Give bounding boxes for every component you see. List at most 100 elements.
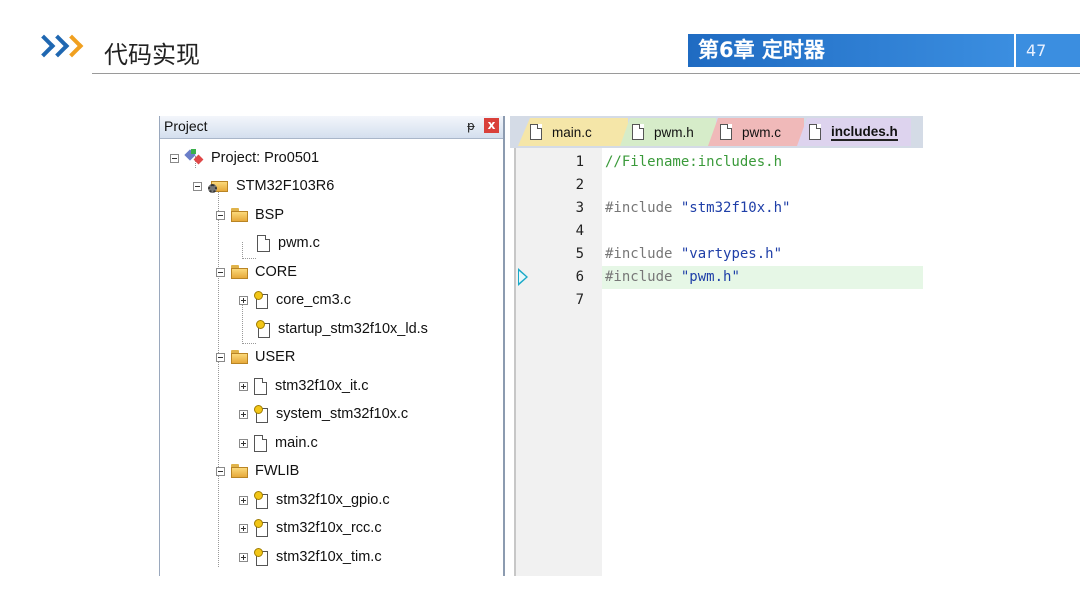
- current-line-marker-icon: [518, 268, 528, 286]
- line-number: 6: [575, 269, 584, 285]
- tab-includes-h[interactable]: includes.h: [797, 118, 911, 146]
- file-icon: [530, 124, 542, 140]
- header-divider: [92, 73, 1080, 74]
- tree-label: BSP: [255, 207, 285, 223]
- tree-file[interactable]: startup_stm32f10x_ld.s: [256, 317, 428, 341]
- key-file-icon: [254, 405, 268, 423]
- file-icon: [809, 124, 821, 140]
- code-editor: main.c pwm.h pwm.c includes.h 1 //Filenam…: [510, 116, 923, 576]
- editor-tabbar: main.c pwm.h pwm.c includes.h: [510, 116, 923, 148]
- code-text: //Filename:includes.h: [605, 154, 783, 170]
- line-number: 2: [575, 177, 584, 193]
- key-file-icon: [254, 548, 268, 566]
- line-number: 1: [575, 154, 584, 170]
- tree-file[interactable]: stm32f10x_tim.c: [239, 545, 382, 569]
- line-number: 7: [575, 292, 584, 308]
- slide-header: 代码实现 第6章 定时器 47: [0, 0, 1080, 76]
- tree-file[interactable]: core_cm3.c: [239, 288, 351, 312]
- file-icon: [254, 434, 267, 452]
- pin-icon[interactable]: ᵽ: [466, 119, 475, 133]
- tree-label: system_stm32f10x.c: [276, 406, 409, 422]
- tree-label: stm32f10x_tim.c: [276, 549, 382, 565]
- page-number: 47: [1016, 34, 1080, 67]
- tree-file[interactable]: stm32f10x_rcc.c: [239, 516, 382, 540]
- file-icon: [254, 377, 267, 395]
- code-line[interactable]: 4: [514, 220, 923, 243]
- expand-icon[interactable]: [239, 381, 248, 391]
- tab-pwm-h[interactable]: pwm.h: [620, 118, 716, 146]
- tree-file[interactable]: stm32f10x_gpio.c: [239, 488, 390, 512]
- expand-icon[interactable]: [239, 495, 248, 505]
- collapse-icon[interactable]: [216, 210, 225, 220]
- tree-label: main.c: [275, 435, 318, 451]
- code-area[interactable]: 1 //Filename:includes.h 2 3 #include "stm32f…: [514, 148, 923, 576]
- tab-main-c[interactable]: main.c: [518, 118, 628, 146]
- code-text: [602, 174, 923, 197]
- tree-group-fwlib[interactable]: FWLIB: [216, 459, 299, 483]
- expand-icon[interactable]: [239, 295, 248, 305]
- tree-label: Project: Pro0501: [211, 150, 320, 166]
- tree-label: STM32F103R6: [236, 178, 335, 194]
- line-number: 4: [575, 223, 584, 239]
- tree-file[interactable]: stm32f10x_it.c: [239, 374, 369, 398]
- tab-label: main.c: [552, 124, 592, 140]
- expand-icon[interactable]: [239, 523, 248, 533]
- close-icon[interactable]: x: [484, 118, 499, 133]
- tree-group-bsp[interactable]: BSP: [216, 203, 284, 227]
- line-number: 3: [575, 200, 584, 216]
- code-text: #include "pwm.h": [602, 266, 923, 289]
- target-icon: [208, 178, 230, 194]
- collapse-icon[interactable]: [216, 352, 225, 362]
- tree-label: stm32f10x_it.c: [275, 378, 369, 394]
- tree-file[interactable]: system_stm32f10x.c: [239, 402, 408, 426]
- code-line[interactable]: 1 //Filename:includes.h: [514, 151, 923, 174]
- tree-node-target[interactable]: STM32F103R6: [193, 174, 334, 198]
- line-number-gutter: [514, 148, 602, 576]
- tree-node-project[interactable]: Project: Pro0501: [170, 146, 319, 170]
- tree-label: CORE: [255, 264, 297, 280]
- collapse-icon[interactable]: [193, 181, 202, 191]
- tree-label: core_cm3.c: [276, 292, 351, 308]
- folder-icon: [231, 464, 249, 478]
- project-panel-title: Project: [164, 118, 208, 134]
- code-text: #include "vartypes.h": [605, 246, 783, 262]
- file-icon: [257, 234, 270, 252]
- tab-label: pwm.h: [654, 124, 694, 140]
- tree-group-core[interactable]: CORE: [216, 260, 297, 284]
- project-panel: Project ᵽ x Project: Pro0501 STM32F103R6…: [159, 116, 505, 576]
- code-line[interactable]: 6 #include "pwm.h": [514, 266, 923, 289]
- line-number: 5: [575, 246, 584, 262]
- tree-label: startup_stm32f10x_ld.s: [278, 321, 428, 337]
- project-panel-header: Project ᵽ x: [160, 116, 503, 139]
- code-line[interactable]: 3 #include "stm32f10x.h": [514, 197, 923, 220]
- collapse-icon[interactable]: [170, 153, 179, 163]
- tree-file[interactable]: pwm.c: [257, 231, 320, 255]
- collapse-icon[interactable]: [216, 267, 225, 277]
- code-text: [602, 289, 923, 312]
- key-file-icon: [256, 320, 270, 338]
- tab-label: includes.h: [831, 123, 898, 141]
- tab-label: pwm.c: [742, 124, 782, 140]
- file-icon: [720, 124, 732, 140]
- folder-icon: [231, 265, 249, 279]
- code-line[interactable]: 2: [514, 174, 923, 197]
- code-text: [602, 220, 923, 243]
- tab-pwm-c[interactable]: pwm.c: [708, 118, 804, 146]
- code-line[interactable]: 7: [514, 289, 923, 312]
- tree-file[interactable]: main.c: [239, 431, 318, 455]
- project-icon: [184, 149, 205, 167]
- code-line[interactable]: 5 #include "vartypes.h": [514, 243, 923, 266]
- code-text: #include "stm32f10x.h": [605, 200, 791, 216]
- tree-label: USER: [255, 349, 296, 365]
- tree-group-user[interactable]: USER: [216, 345, 295, 369]
- expand-icon[interactable]: [239, 552, 248, 562]
- expand-icon[interactable]: [239, 438, 248, 448]
- expand-icon[interactable]: [239, 409, 248, 419]
- key-file-icon: [254, 291, 268, 309]
- collapse-icon[interactable]: [216, 466, 225, 476]
- chevrons-icon: [36, 34, 78, 60]
- chapter-bar: 第6章 定时器: [688, 34, 1014, 67]
- tree-label: stm32f10x_gpio.c: [276, 492, 390, 508]
- folder-icon: [231, 208, 249, 222]
- key-file-icon: [254, 519, 268, 537]
